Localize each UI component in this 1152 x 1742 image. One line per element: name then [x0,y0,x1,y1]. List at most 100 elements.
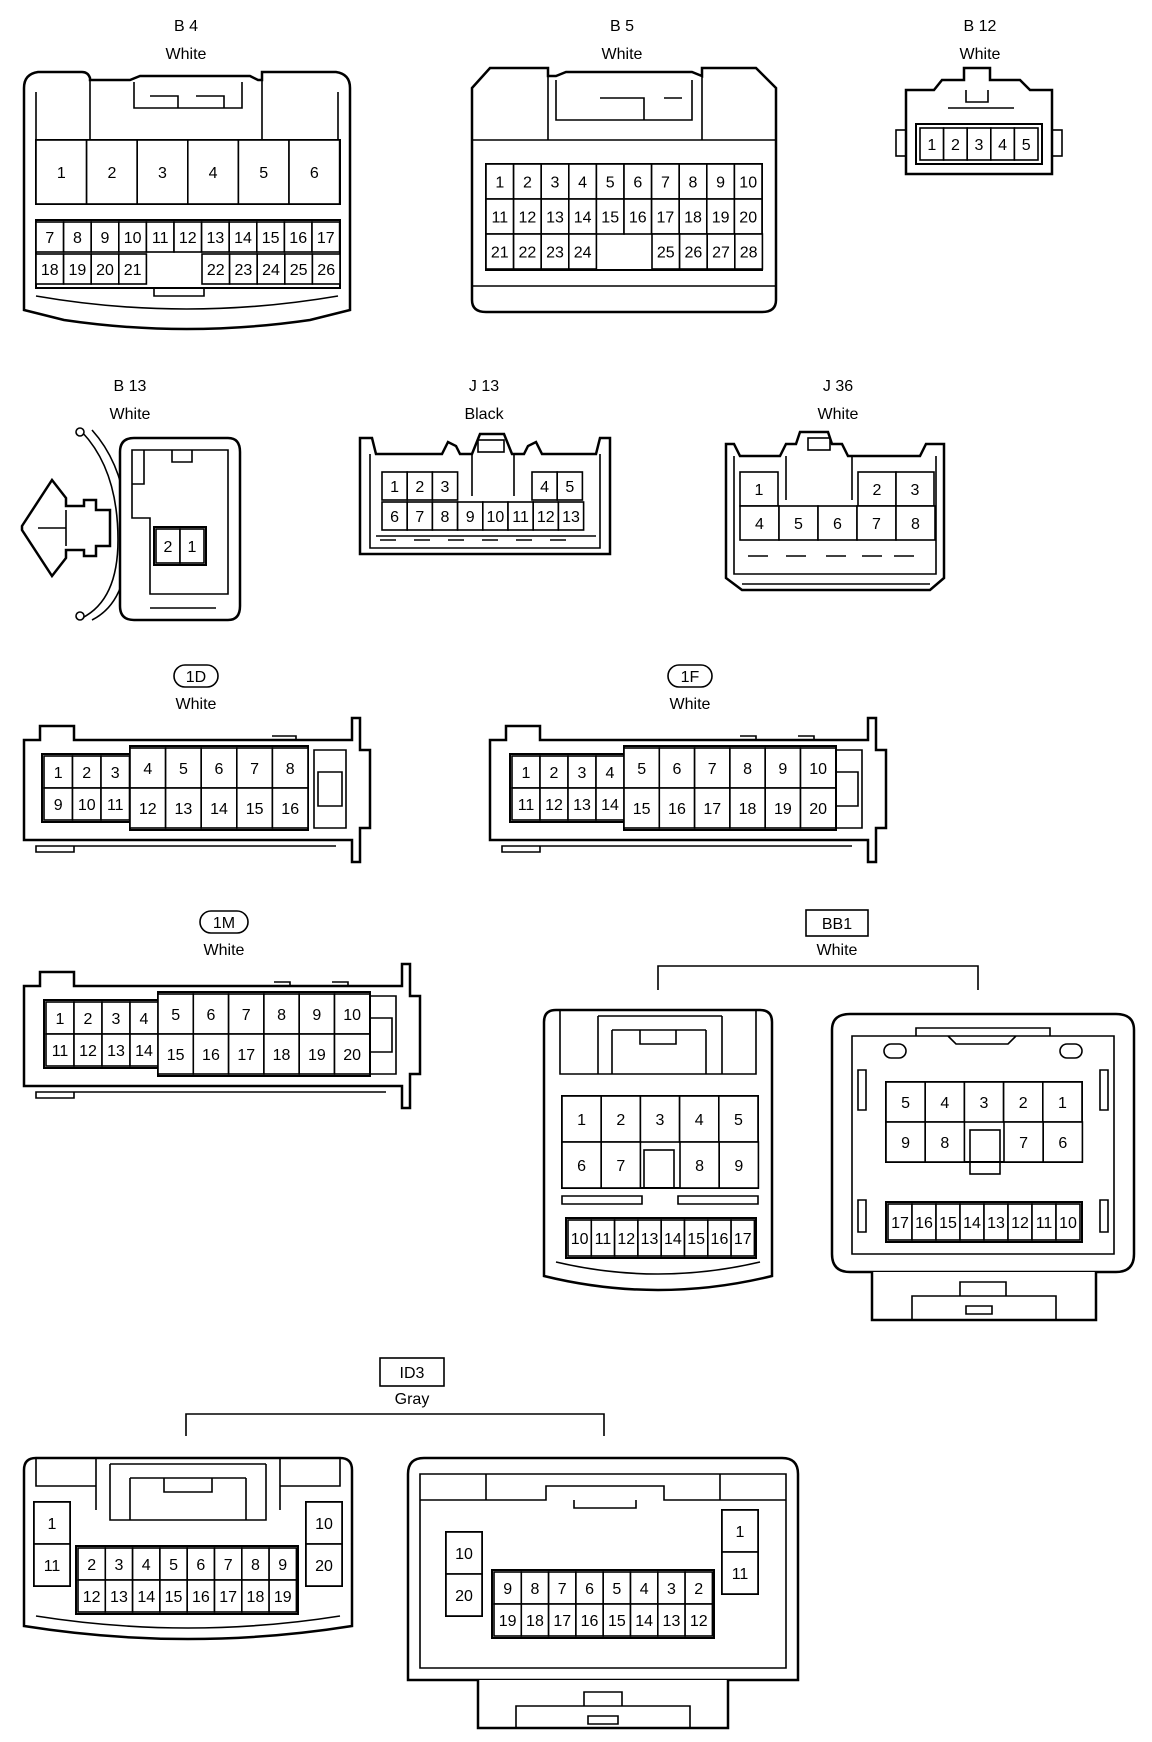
connector-j13-row1-right-pin-label: 4 [540,479,549,496]
connector-bb1-right-row3-cell [1055,1203,1081,1241]
connector-b12-row1-pin-label: 2 [951,137,960,154]
connector-b4-row1-pin-label: 2 [107,165,116,182]
connector-bb1-left-row1-cell [600,1095,642,1143]
connector-1d-row2-right-cell [236,787,274,829]
connector-b13-code: B 13 [114,378,147,395]
connector-bb1-left-row1-pin-label: 3 [656,1112,665,1129]
connector-id3-left-row2-pin-label: 14 [137,1589,155,1606]
connector-b4-row2-pin-label: 11 [152,230,169,247]
connector-bb1-right-row1-cell [1002,1081,1044,1123]
connector-id3-right-row2-pin-label: 12 [690,1613,708,1630]
connector-bb1-left-row2-right-pin-label: 8 [695,1158,704,1175]
connector-b4-row2-cell [35,221,65,253]
connector-bb1-right-row2-left-pin-label: 8 [940,1135,949,1152]
connector-b4-row2-pin-label: 8 [73,230,82,247]
connector-id3-right-row2-cell [629,1603,659,1637]
connector-1f-row1-right-pin-label: 6 [672,761,681,778]
connector-j13-color: Black [464,406,504,423]
connector-1f-row2-right-pin-label: 15 [633,801,651,818]
connector-b5-row1-pin-label: 10 [739,175,757,192]
connector-b13-row1-pin-label: 1 [188,539,197,556]
connector-b12-color: White [960,46,1001,63]
connector-j13-row2-cell [456,501,484,531]
connector-id3-left-row2-pin-label: 17 [219,1589,237,1606]
connector-id3-left-side-r-pin-label: 10 [315,1516,333,1533]
connector-b4-row3-left-pin-label: 20 [96,262,114,279]
connector-bb1-right-row2-right-cell [1042,1121,1084,1163]
connector-1m-row2-right-cell [333,1033,371,1075]
connector-b5-row3-right-pin-label: 27 [712,245,730,262]
connector-bb1-right-row3-pin-label: 17 [891,1215,909,1232]
connector-1m-detail [35,981,397,1099]
connector-b5-row2-pin-label: 13 [546,210,564,227]
connector-b5-row1-pin-label: 2 [523,175,532,192]
connector-1d-row1-right-cell [129,747,167,789]
connector-bb1-right-row3-pin-label: 10 [1059,1215,1077,1232]
connector-bb1-right-row2-right-pin-label: 7 [1019,1135,1028,1152]
connector-b5-row2-pin-label: 12 [519,210,537,227]
connector-1d-row2-right-pin-label: 14 [210,801,228,818]
connector-id3-right-row2-cell [602,1603,632,1637]
connector-b5-lock [472,68,776,141]
connector-id3-left-row1-pin-label: 8 [251,1557,260,1574]
connector-bb1-right-row1-cell [924,1081,966,1123]
connector-b5-row1-pin-label: 4 [578,175,587,192]
connector-1d-row1-right-pin-label: 8 [286,761,295,778]
connector-j13-latch [477,439,505,453]
connector-1f-row1-right-pin-label: 8 [743,761,752,778]
connector-b5-row1-cell [650,163,680,200]
connector-id3-left-row2-pin-label: 15 [165,1589,183,1606]
connector-bb1-left-row2-left-pin-label: 6 [577,1158,586,1175]
connector-b4-row2-cell [145,221,175,253]
connector-b5-row1-pin-label: 8 [689,175,698,192]
connector-j36-row2-pin-label: 7 [872,516,881,533]
connector-b4-row1-cell [35,139,88,205]
connector-1d-row1-right-pin-label: 4 [143,761,152,778]
connector-j13-row1-left-pin-label: 2 [415,479,424,496]
connector-1f-row1-right-cell [693,747,731,789]
connector-1m-color: White [204,942,245,959]
connector-b5-row2-cell [567,198,598,235]
connector-b5-row3-right-pin-label: 25 [657,245,675,262]
connector-b12-row1-pin-label: 1 [927,137,936,154]
connector-bb1-right-row3-cell [1007,1203,1033,1241]
connector-bb1-color: White [817,942,858,959]
connector-j13-row2-pin-label: 6 [390,509,399,526]
connector-id3-right-side-r: 111 [721,1509,759,1595]
connector-j36-inner [733,456,937,585]
connector-id3-right-side-r-cell [721,1509,759,1553]
connector-bb1-right-row3-cell [983,1203,1009,1241]
connector-1m-row1-left-cell [45,1001,75,1035]
connector-bb1-left-row2-left-cell [600,1141,642,1189]
connector-b5-color: White [602,46,643,63]
connector-1m-row2-right-pin-label: 15 [167,1047,185,1064]
connector-b4-row2-cell [228,221,258,253]
connector-j13-row2-pin-label: 11 [512,509,529,526]
connector-id3-left-row2-pin-label: 18 [247,1589,265,1606]
connector-id3-left-side-l-cell [33,1501,71,1545]
connector-b12-row1-pin-label: 4 [998,137,1007,154]
connector-1f-row1-left-pin-label: 2 [550,765,559,782]
connector-id3-right-row2-cell [547,1603,577,1637]
connector-b5-code: B 5 [610,18,634,35]
connector-bb1-right-row3-pin-label: 14 [963,1215,981,1232]
connector-bb1-right-row1-cell [963,1081,1005,1123]
connector-j13-row2-cell [557,501,585,531]
connector-id3-color: Gray [395,1391,430,1408]
connector-bb1-left-divider [561,1195,759,1205]
connector-b13-row1-pin-label: 2 [164,539,173,556]
connector-bb1-right-hole-right [1059,1043,1083,1059]
